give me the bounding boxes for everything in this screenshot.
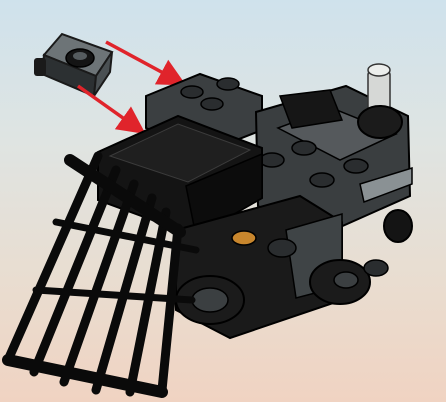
tile-2x2-icon [34, 34, 112, 96]
